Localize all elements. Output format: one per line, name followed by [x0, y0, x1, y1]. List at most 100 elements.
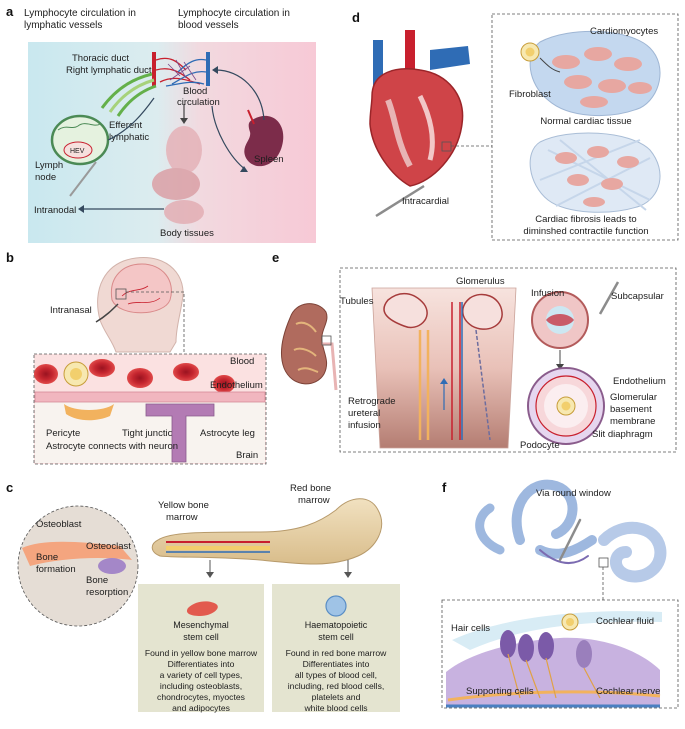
msc-cell-icon: [186, 601, 218, 616]
lymphatic-title-line1: Lymphocyte circulation in: [24, 8, 136, 19]
msc-line-4: including osteoblasts,: [160, 681, 242, 691]
podocyte-label: Podocyte: [520, 440, 560, 451]
panel-b-letter: b: [6, 250, 14, 265]
msc-title-2: stem cell: [183, 632, 219, 642]
gbm-label-2: basement: [610, 404, 652, 415]
brain: [110, 263, 172, 314]
kidney: [281, 303, 338, 391]
efferent-label: Efferent: [109, 120, 142, 131]
spleen-label: Spleen: [254, 154, 284, 165]
osteoclast-label: Osteoclast: [86, 541, 131, 552]
panel-a: a Lymphocyte circulation in lymphatic ve…: [6, 4, 316, 243]
brain-label: Brain: [236, 450, 258, 461]
msc-line-3: a variety of cell types,: [160, 670, 243, 680]
panel-b: b Intranasal Blood Endothelium Pericyte …: [6, 250, 267, 465]
cardiomyocytes-label: Cardiomyocytes: [590, 26, 658, 37]
lymphatic-label: lymphatic: [109, 132, 149, 143]
hsc-line-2: Differentiates into: [303, 659, 370, 669]
right-lymphatic-duct-label: Right lymphatic duct: [66, 65, 152, 76]
hev-label: HEV: [70, 148, 85, 155]
gbm-label-3: membrane: [610, 416, 655, 427]
osteoclast-cell: [98, 558, 126, 574]
nephron-column: [371, 287, 517, 449]
cochlear-fluid-label: Cochlear fluid: [596, 616, 654, 627]
retrograde-label-2: ureteral: [348, 408, 380, 419]
supporting-cells-label: Supporting cells: [466, 686, 534, 697]
body-organs: [152, 126, 204, 224]
thoracic-duct-label: Thoracic duct: [72, 53, 129, 64]
intracardial-label: Intracardial: [402, 196, 449, 207]
subcapsular-label: Subcapsular: [611, 291, 664, 302]
panel-a-letter: a: [6, 4, 14, 19]
spleen-return-arrow: [215, 69, 265, 121]
bone-resorption-label-1: Bone: [86, 575, 108, 586]
infusion-label: Infusion: [531, 288, 564, 299]
intranasal-syringe-icon: [95, 303, 119, 323]
hsc-title-1: Haematopoietic: [305, 620, 368, 630]
cochlea-detail-box: [441, 599, 679, 709]
capillary-cross-section: [527, 367, 605, 445]
hsc-line-1: Found in red bone marrow: [286, 648, 388, 658]
gbm-label-1: Glomerular: [610, 392, 657, 403]
normal-tissue-label: Normal cardiac tissue: [540, 116, 631, 127]
red-marrow-label-2: marrow: [298, 495, 330, 506]
astrocyte-neuron-label: Astrocyte connects with neuron: [46, 441, 178, 452]
body-tissues-label: Body tissues: [160, 228, 214, 239]
kidney-detail-box: [339, 267, 677, 453]
osteoblast-layer: [22, 541, 132, 566]
astrocyte-leg: [145, 403, 215, 463]
pericyte: [64, 404, 114, 421]
fibrotic-cardiac-tissue: [529, 132, 661, 213]
lymphatic-title-line2: lymphatic vessels: [24, 20, 102, 31]
hsc-line-3: all types of blood cell,: [295, 670, 377, 680]
msc-line-6: and adipocytes: [172, 703, 230, 713]
organ-of-corti: [446, 611, 662, 708]
msc-line-2: Differentiates into: [168, 659, 235, 669]
blood-circulation-label-2: circulation: [177, 97, 220, 108]
fibrosis-label-2: diminshed contractile function: [523, 226, 648, 237]
hsc-line-4: including, red blood cells,: [288, 681, 385, 691]
hair-cells-label: Hair cells: [451, 623, 490, 634]
msc-line-1: Found in yellow bone marrow: [145, 648, 258, 658]
msc-line-5: chondrocytes, myoctes: [157, 692, 245, 702]
bone-formation-label-1: Bone: [36, 552, 58, 563]
nanoparticle-icon: [63, 361, 89, 387]
glomerulus-infusion: [531, 291, 589, 349]
panel-d: d Intracardial: [352, 10, 679, 241]
hsc-title-2: stem cell: [318, 632, 354, 642]
bone-formation-label-2: formation: [36, 564, 76, 575]
endothelium-e-label: Endothelium: [613, 376, 666, 387]
blood-title-line2: blood vessels: [178, 20, 239, 31]
fibrosis-label-1: Cardiac fibrosis leads to: [535, 214, 636, 225]
tubules-label: Tubules: [340, 296, 374, 307]
retrograde-label-3: infusion: [348, 420, 381, 431]
bone-resorption-label-2: resorption: [86, 587, 128, 598]
astrocyte-leg-label: Astrocyte leg: [200, 428, 255, 439]
intracardial-syringe-icon: [375, 184, 425, 218]
hsc-line-6: white blood cells: [303, 703, 367, 713]
round-window-label: Via round window: [536, 488, 611, 499]
blood-circulation-label-1: Blood: [183, 86, 207, 97]
panel-e: e Tubules Glomerulus Retrograde ureteral…: [272, 250, 677, 453]
osteoblast-label: Osteoblast: [36, 519, 82, 530]
blood-title-line1: Lymphocyte circulation in: [178, 8, 290, 19]
lymph-node-label-1: Lymph: [35, 160, 63, 171]
subcapsular-syringe-icon: [598, 281, 620, 315]
panel-f: f Via round window Cochlear: [441, 479, 679, 709]
yellow-marrow-label-1: Yellow bone: [158, 500, 209, 511]
panel-d-letter: d: [352, 10, 360, 25]
red-blood-cells: [34, 359, 235, 393]
lymph-node: [50, 114, 110, 166]
panel-e-letter: e: [272, 250, 279, 265]
intranodal-label: Intranodal: [34, 205, 76, 216]
cochlear-nanoparticle-icon: [561, 613, 579, 631]
pericyte-label: Pericyte: [46, 428, 80, 439]
cardiac-tissue-box: [491, 13, 679, 241]
inner-ear: [475, 479, 667, 583]
normal-cardiac-tissue: [529, 30, 661, 116]
spleen: [244, 109, 284, 167]
lymph-node-label-2: node: [35, 172, 56, 183]
heart: [369, 30, 470, 187]
intranasal-label: Intranasal: [50, 305, 92, 316]
